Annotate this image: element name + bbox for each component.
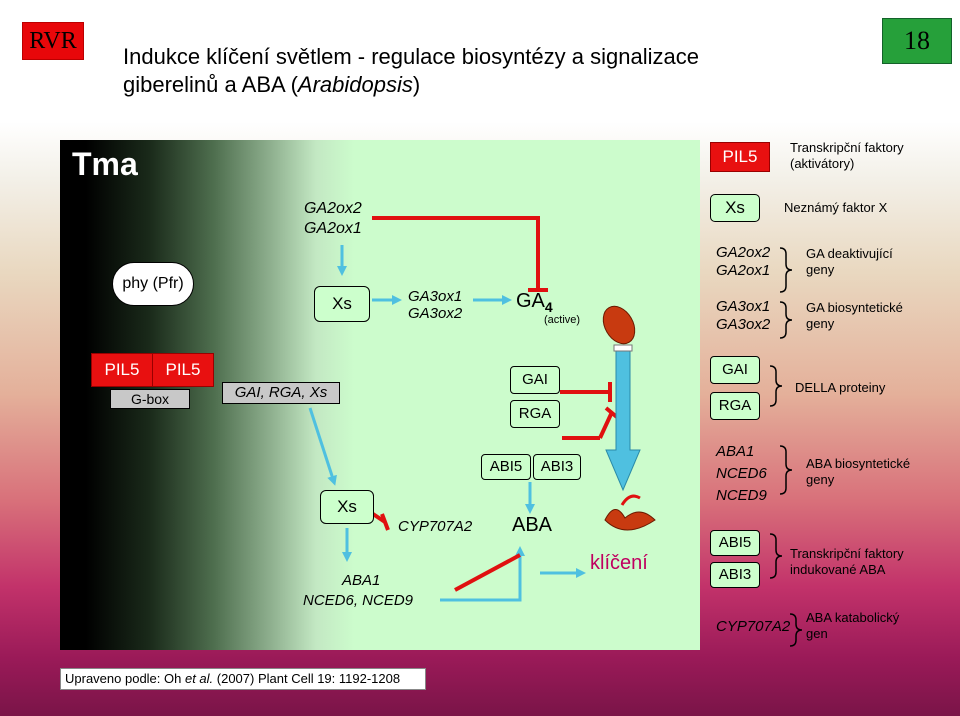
inhibit-abi (562, 406, 620, 440)
legend-abi3-box: ABI3 (710, 562, 760, 588)
legend-gai-box: GAI (710, 356, 760, 384)
legend-pil5-box: PIL5 (710, 142, 770, 172)
legend-tf-aba-2: indukované ABA (790, 562, 886, 577)
gai-box: GAI (510, 366, 560, 394)
abi3-box: ABI3 (533, 454, 581, 480)
legend-xs-box: Xs (710, 194, 760, 222)
legend-pil5-desc-2: (aktivátory) (790, 156, 855, 171)
legend-rga-box: RGA (710, 392, 760, 420)
legend-aba-cat-2: gen (806, 626, 828, 641)
legend-nced6: NCED6 (716, 465, 767, 482)
ga2ox1-label: GA2ox1 (304, 220, 362, 237)
xs-bottom-box: Xs (320, 490, 374, 524)
title-line-2: giberelinů a ABA (Arabidopsis) (123, 72, 421, 97)
pil5-box-a: PIL5 (91, 353, 153, 387)
ga4-label: GA4 (516, 290, 553, 315)
seed-icon (602, 305, 636, 345)
arrow-aba1-to-aba (440, 546, 525, 602)
legend-aba1: ABA1 (716, 443, 755, 460)
legend-tf-aba-1: Transkripční faktory (790, 546, 904, 561)
arrow-cap (613, 344, 633, 352)
legend-pil5-desc-1: Transkripční faktory (790, 140, 904, 155)
germination-arrow (605, 349, 641, 492)
legend-cyp707a2: CYP707A2 (716, 618, 791, 635)
ga4-active-note: (active) (544, 314, 581, 326)
pil5-box-b: PIL5 (152, 353, 214, 387)
condition-label: Tma (72, 146, 138, 182)
legend-aba-bio-2: geny (806, 472, 835, 487)
legend-ga-bio-2: geny (806, 316, 835, 331)
legend-ga2ox2: GA2ox2 (716, 244, 771, 261)
nced-label: NCED6, NCED9 (303, 592, 414, 609)
legend-ga2ox1: GA2ox1 (716, 262, 771, 279)
phy-pfr-oval: phy (Pfr) (112, 262, 194, 306)
aba-label: ABA (512, 514, 553, 536)
germination-label: klíčení (590, 552, 648, 574)
legend-xs-desc: Neznámý faktor X (784, 200, 888, 215)
ga2ox2-label: GA2ox2 (304, 200, 362, 217)
xs-top-box: Xs (314, 286, 370, 322)
cyp707a2-label: CYP707A2 (398, 518, 473, 535)
gbox-label: G-box (110, 389, 190, 409)
ga3ox1-label: GA3ox1 (408, 288, 463, 305)
legend-ga3ox1: GA3ox1 (716, 298, 771, 315)
legend-della: DELLA proteiny (795, 380, 886, 395)
inhibit-ga2ox-ga4 (372, 216, 540, 290)
legend-braces (769, 247, 803, 647)
legend-aba-cat-1: ABA katabolický (806, 610, 900, 625)
legend-abi5-box: ABI5 (710, 530, 760, 556)
legend-ga-bio-1: GA biosyntetické (806, 300, 903, 315)
legend-nced9: NCED9 (716, 487, 767, 504)
arrow-to-xs-bottom (308, 407, 337, 486)
aba1-label: ABA1 (342, 572, 381, 589)
rvr-badge: RVR (22, 22, 84, 60)
rga-box: RGA (510, 400, 560, 428)
citation: Upraveno podle: Oh et al. (2007) Plant C… (60, 668, 426, 690)
legend-ga-deact-2: geny (806, 262, 835, 277)
legend-aba-bio-1: ABA biosyntetické (806, 456, 911, 471)
germinating-seed-icon (604, 509, 656, 531)
title-line-1: Indukce klíčení světlem - regulace biosy… (123, 44, 699, 69)
legend-ga3ox2: GA3ox2 (716, 316, 771, 333)
activation-arrows (308, 245, 586, 602)
legend-ga-deact-1: GA deaktivující (806, 246, 893, 261)
gai-rga-xs-box: GAI, RGA, Xs (222, 382, 340, 404)
ga3ox2-label: GA3ox2 (408, 305, 463, 322)
page-number: 18 (882, 18, 952, 64)
abi5-box: ABI5 (481, 454, 531, 480)
